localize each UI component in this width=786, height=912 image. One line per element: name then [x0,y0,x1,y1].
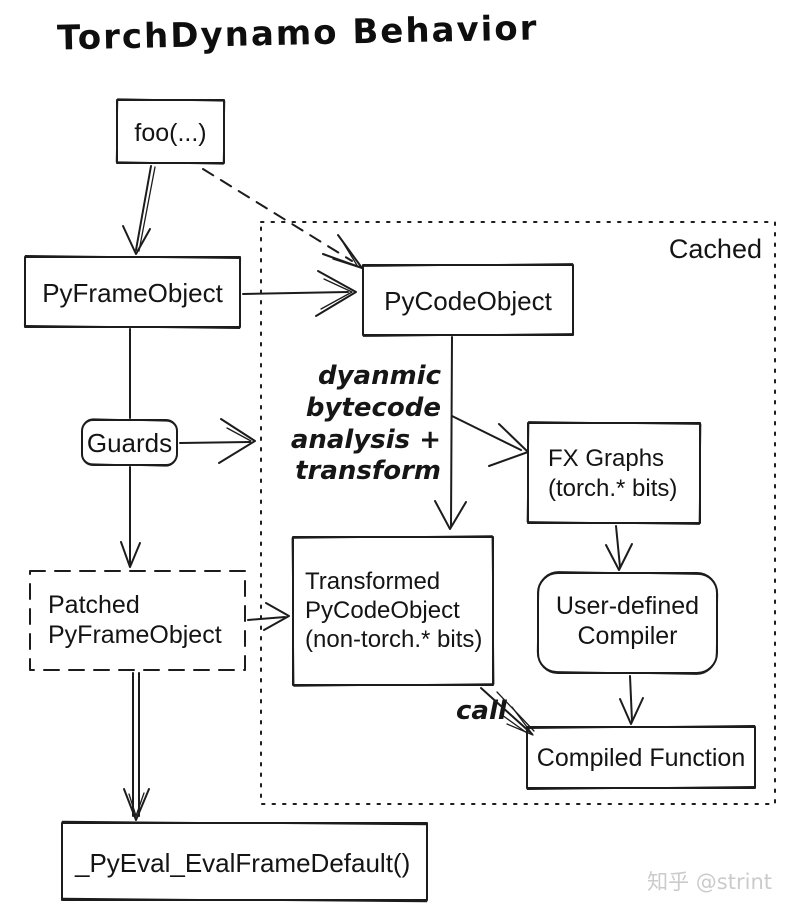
edge-py-code-object-to-fx-graphs [451,415,529,467]
edge-patched-to-py-eval [123,672,150,821]
node-py-frame-object: PyFrameObject [23,255,242,329]
annotation-bytecode-line-3: analysis + [291,425,441,455]
node-user-defined-compiler: User-defined Compiler [536,571,719,675]
node-compiled-function: Compiled Function [525,724,757,791]
edge-fx-graphs-to-compiler [605,525,633,571]
diagram-title: TorchDynamo Behavior [57,8,539,58]
node-patched-py-frame-object: Patched PyFrameObject [29,570,246,671]
node-transformed-py-code-object: Transformed PyCodeObject (non-torch.* bi… [291,535,495,687]
cached-region: Cached [260,221,776,805]
edge-py-code-object-to-transformed [434,336,467,530]
edge-transformed-to-compiled-function-call [480,687,535,736]
node-fx-graphs-line-2: (torch.* bits) [548,475,677,502]
node-foo: foo(...) [115,98,226,165]
node-py-eval-eval-frame-default: _PyEval_EvalFrameDefault() [61,820,428,903]
node-transformed-line-1: Transformed [305,568,440,595]
edge-compiler-to-compiled-function [619,675,644,725]
edge-patched-to-transformed [247,602,290,631]
watermark: 知乎 @strint [647,870,772,894]
cached-region-label: Cached [669,234,762,264]
node-transformed-line-2: PyCodeObject [305,597,460,624]
node-py-frame-object-label: PyFrameObject [42,278,223,308]
edge-foo-to-py-frame-object [122,165,156,255]
node-compiled-function-label: Compiled Function [537,744,745,772]
node-guards-label: Guards [87,428,172,458]
node-compiler-line-1: User-defined [556,592,699,620]
annotation-bytecode-line-4: transform [295,456,441,486]
edge-guards-to-patched [120,466,141,568]
node-py-code-object: PyCodeObject [361,263,575,337]
node-py-code-object-label: PyCodeObject [384,286,552,316]
annotation-bytecode-transform: dyanmic bytecode analysis + transform [291,361,442,486]
node-guards: Guards [81,418,178,467]
edge-foo-to-py-code-object-dashed [202,168,363,269]
node-transformed-line-3: (non-torch.* bits) [305,626,482,653]
node-fx-graphs-line-1: FX Graphs [548,445,664,472]
node-compiler-line-2: Compiler [577,622,677,650]
node-foo-label: foo(...) [134,119,206,147]
node-py-eval-label: _PyEval_EvalFrameDefault() [74,848,410,878]
annotation-call-label: call [456,696,508,726]
node-patched-line-2: PyFrameObject [48,621,222,649]
annotation-bytecode-line-2: bytecode [306,393,441,423]
edge-guards-to-cached-region [179,418,256,464]
annotation-bytecode-line-1: dyanmic [318,361,442,391]
node-fx-graphs: FX Graphs (torch.* bits) [526,421,702,525]
node-patched-line-1: Patched [48,591,140,619]
edge-py-frame-object-to-py-code-object [242,270,357,317]
